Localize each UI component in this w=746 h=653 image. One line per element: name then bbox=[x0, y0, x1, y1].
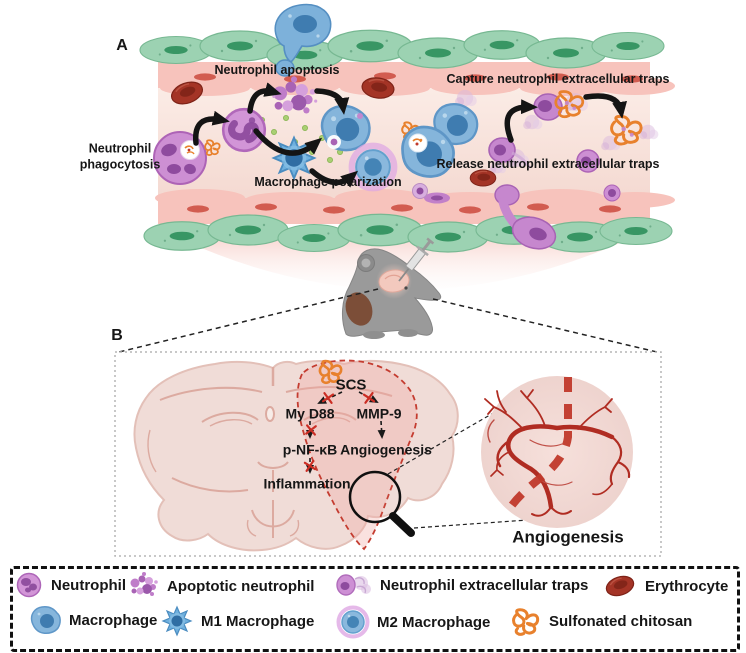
label-neutrophil-phagocytosis: Neutrophil phagocytosis bbox=[79, 141, 161, 171]
panel-b-label: B bbox=[111, 327, 123, 344]
legend-item-erythrocyte: Erythrocyte bbox=[602, 572, 728, 600]
neutrophil-cell bbox=[576, 149, 600, 173]
transmigrating-macrophage-cell bbox=[274, 3, 332, 77]
legend-item-m2-macrophage: M2 Macrophage bbox=[336, 605, 490, 639]
mouse-eye bbox=[404, 286, 408, 290]
legend-item-sulfonated-chitosan: Sulfonated chitosan bbox=[508, 604, 692, 638]
transmigrating-neutrophil-cell bbox=[494, 184, 557, 250]
legend-label: Erythrocyte bbox=[645, 577, 729, 595]
node-angiogenesis: Angiogenesis bbox=[340, 441, 432, 458]
arrow-polarization bbox=[309, 168, 359, 188]
macrophage-efferocytosis-cell bbox=[320, 104, 371, 152]
m1-macrophage-cell bbox=[272, 136, 316, 180]
mouse bbox=[341, 237, 442, 339]
net-capturing-cell bbox=[533, 90, 585, 121]
macrophage-with-chitosan-cell bbox=[395, 103, 479, 184]
legend-label: Neutrophil bbox=[51, 576, 126, 594]
label-release-nets: Release neutrophil extracellular traps bbox=[436, 157, 660, 172]
node-pnfkb: p-NF-κB bbox=[282, 441, 338, 458]
wall-embedded-neutrophils bbox=[412, 183, 621, 204]
apoptotic-neutrophil-icon bbox=[130, 572, 158, 596]
erythrocyte-icon bbox=[605, 575, 635, 597]
node-scs: SCS bbox=[335, 376, 367, 394]
mouse-fur-patch bbox=[345, 292, 373, 326]
arrow-release-to-capture bbox=[504, 99, 538, 143]
neutrophil-icon bbox=[16, 572, 42, 598]
legend-item-neutrophil: Neutrophil bbox=[14, 570, 126, 600]
legend-item-m1-macrophage: M1 Macrophage bbox=[160, 604, 314, 638]
brain-section bbox=[133, 359, 459, 552]
m1-macrophage-icon bbox=[161, 605, 193, 637]
arrow-neutrophil-to-apoptosis bbox=[247, 82, 282, 114]
lesion-region-outline bbox=[296, 359, 418, 551]
node-inflammation: Inflammation bbox=[263, 475, 351, 492]
label-capture-nets: Capture neutrophil extracellular traps bbox=[446, 72, 670, 87]
projection-lines bbox=[118, 288, 658, 353]
sulfonated-chitosan-icon bbox=[512, 608, 540, 636]
node-myd88: My D88 bbox=[285, 405, 335, 422]
legend-label: Apoptotic neutrophil bbox=[167, 577, 315, 595]
panel-a-label: A bbox=[116, 37, 128, 54]
exposed-brain bbox=[378, 269, 410, 293]
main-vessel-dashed-overlay bbox=[504, 377, 572, 514]
panel-a-arrows bbox=[193, 82, 627, 188]
legend-label: Neutrophil extracellular traps bbox=[380, 576, 589, 594]
arrow-to-efferocytosis bbox=[253, 128, 323, 156]
legend-label: Sulfonated chitosan bbox=[549, 612, 693, 630]
legend-label: Macrophage bbox=[69, 611, 158, 629]
neutrophil-phagocytosis-cell bbox=[153, 131, 221, 185]
net-releasing-neutrophil-cell bbox=[488, 137, 532, 169]
syringe-icon bbox=[398, 237, 435, 282]
inset-angiogenesis-label: Angiogenesis bbox=[512, 527, 624, 547]
angiogenesis-inset bbox=[481, 376, 633, 528]
legend-item-apoptotic-neutrophil: Apoptotic neutrophil bbox=[128, 570, 314, 602]
m2-macrophage-icon bbox=[336, 605, 370, 639]
label-macrophage-polarization: Macrophage polarization bbox=[254, 175, 402, 190]
vessel-cells bbox=[153, 3, 659, 250]
macrophage-icon bbox=[30, 606, 61, 634]
magnifier-icon bbox=[348, 470, 415, 537]
arrow-phagocytosis-to-neutrophil bbox=[193, 110, 230, 146]
legend-label: M2 Macrophage bbox=[377, 613, 491, 631]
arrow-capture-to-clearance bbox=[583, 93, 627, 119]
legend-label: M1 Macrophage bbox=[201, 612, 315, 630]
label-neutrophil-apoptosis: Neutrophil apoptosis bbox=[214, 63, 340, 78]
brain-internal-structures bbox=[147, 367, 393, 538]
legend-item-nets: Neutrophil extracellular traps bbox=[326, 569, 588, 601]
node-mmp9: MMP-9 bbox=[356, 405, 402, 422]
legend-item-macrophage: Macrophage bbox=[30, 604, 157, 636]
arrow-mmp9-to-angiogenesis bbox=[377, 420, 386, 439]
arrow-apoptosis-to-macrophage bbox=[314, 88, 350, 115]
